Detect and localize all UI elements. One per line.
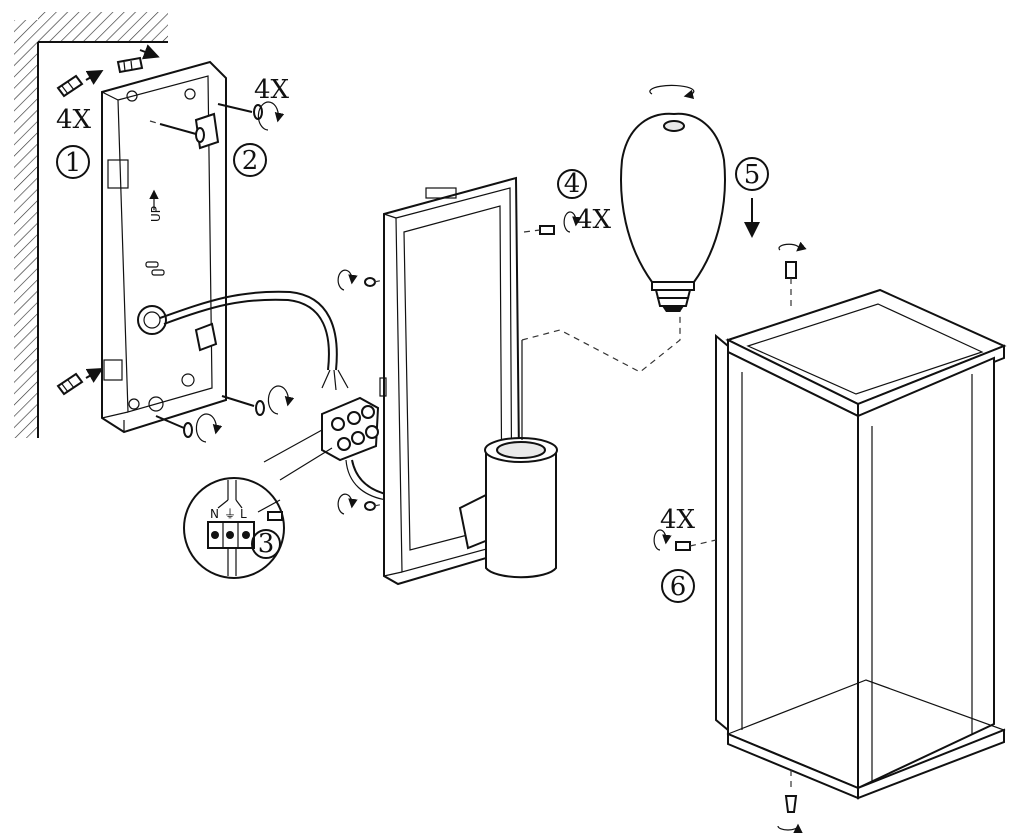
zoom-callout-line bbox=[279, 447, 333, 481]
screw-bottom-right bbox=[221, 395, 265, 416]
wall-anchor-top-left bbox=[56, 70, 104, 98]
step-6-marker: 6 bbox=[661, 569, 695, 603]
svg-text:3: 3 bbox=[258, 529, 275, 559]
step-2-marker: 2 bbox=[233, 143, 267, 177]
wall-anchor-top-right bbox=[116, 44, 160, 74]
housing-side-screw bbox=[653, 529, 717, 551]
rotate-icon bbox=[195, 101, 295, 443]
set-screw-quantity-label: 4X bbox=[576, 205, 612, 235]
supply-cable bbox=[159, 290, 349, 391]
terminal-n-label: N bbox=[210, 507, 219, 521]
assembly-guide-dashed-line bbox=[521, 306, 681, 373]
svg-text:6: 6 bbox=[670, 572, 687, 602]
set-screw bbox=[523, 211, 582, 235]
screw-middle bbox=[149, 120, 205, 143]
light-bulb bbox=[620, 84, 726, 312]
svg-text:5: 5 bbox=[744, 160, 761, 190]
step-4-marker: 4 bbox=[557, 169, 587, 199]
back-plate-screw-upper bbox=[337, 269, 385, 291]
anchors-quantity-label: 4X bbox=[56, 105, 92, 135]
terminal-earth-icon: ⏚ bbox=[224, 507, 236, 521]
mounting-plate: UP bbox=[101, 60, 227, 434]
terminal-block bbox=[321, 396, 387, 501]
terminal-l-label: L bbox=[240, 507, 247, 521]
screws-quantity-label: 4X bbox=[254, 75, 290, 105]
up-marker: UP bbox=[149, 206, 163, 222]
housing-top-screw bbox=[778, 241, 807, 310]
step-5-marker: 5 bbox=[735, 157, 769, 191]
step-1-marker: 1 bbox=[56, 145, 90, 179]
back-plate-screw-lower bbox=[337, 493, 385, 515]
step-3-marker: 3 bbox=[251, 529, 281, 559]
lamp-head-cylinder bbox=[458, 340, 558, 579]
svg-text:2: 2 bbox=[242, 146, 259, 176]
svg-text:1: 1 bbox=[65, 148, 82, 178]
svg-text:4: 4 bbox=[564, 169, 581, 199]
housing-screws-quantity-label: 4X bbox=[660, 505, 696, 535]
screw-bottom-left bbox=[155, 415, 193, 438]
wall-anchor-bottom-left bbox=[56, 368, 104, 396]
housing-bottom-screw bbox=[777, 770, 803, 834]
wiring-detail-circle: N ⏚ L bbox=[183, 477, 285, 579]
lamp-housing bbox=[715, 288, 1007, 800]
wall bbox=[14, 12, 168, 438]
